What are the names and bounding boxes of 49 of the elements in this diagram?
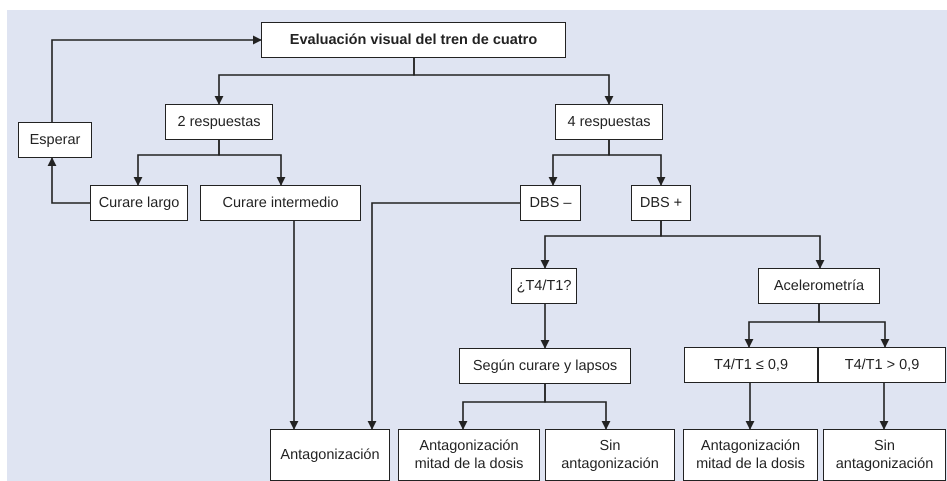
process-box (520, 185, 581, 221)
process-box (90, 185, 188, 221)
arrow (218, 140, 286, 186)
process-box (165, 104, 273, 140)
process-box (545, 429, 675, 481)
box-label: Sin antagonización (560, 436, 660, 474)
process-box (818, 347, 946, 383)
process-box (200, 185, 361, 221)
box-label: Antagonización mitad de la dosis (695, 436, 806, 474)
arrow (818, 304, 890, 348)
arrow (544, 384, 610, 430)
arrow (413, 58, 614, 105)
box-label: Acelerometría (774, 276, 864, 296)
process-box (683, 429, 818, 481)
arrow (48, 157, 90, 204)
box-label: Evaluación visual del tren de cuatro (290, 30, 538, 50)
box-label: 2 respuestas (177, 112, 261, 132)
process-box (684, 347, 818, 383)
box-label: 4 respuestas (567, 112, 651, 132)
box-label: DBS – (530, 194, 572, 212)
process-box (823, 429, 946, 481)
arrow (746, 383, 754, 430)
process-box (555, 104, 663, 140)
arrow (540, 304, 550, 349)
process-box (261, 22, 566, 58)
arrow (608, 140, 666, 186)
process-box (18, 122, 92, 158)
process-box (631, 185, 691, 221)
process-box (270, 429, 390, 481)
box-label: ¿T4/T1? (516, 276, 572, 296)
box-label: Curare intermedio (222, 194, 339, 212)
box-label: Antagonización (280, 446, 380, 464)
box-label: DBS + (640, 194, 682, 212)
box-label: Según curare y lapsos (472, 356, 618, 376)
box-label: Sin antagonización (834, 436, 934, 474)
box-label: T4/T1 ≤ 0,9 (714, 356, 788, 374)
box-label: Antagonización mitad de la dosis (414, 436, 524, 474)
arrow (660, 221, 824, 269)
process-box (398, 429, 540, 481)
arrow (51, 36, 262, 122)
arrow (880, 383, 888, 430)
box-label: Curare largo (98, 194, 180, 212)
arrow (290, 221, 298, 430)
process-box (758, 268, 880, 304)
box-label: T4/T1 > 0,9 (844, 356, 920, 374)
box-label: Esperar (30, 130, 80, 150)
process-box (511, 268, 577, 304)
process-box (459, 348, 631, 384)
arrow (368, 202, 520, 430)
